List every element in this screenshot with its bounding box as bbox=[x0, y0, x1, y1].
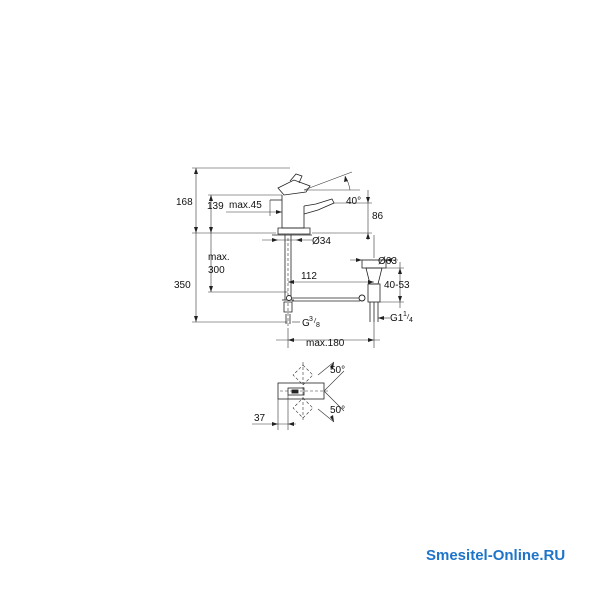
dim-g114: G1 1 4 bbox=[390, 311, 413, 324]
waste-fitting bbox=[286, 259, 387, 322]
dim-g114-den: 4 bbox=[409, 317, 413, 324]
site-watermark: Smesitel-Online.RU bbox=[426, 547, 566, 564]
dim-angle40: 40° bbox=[346, 196, 361, 207]
dim-300: 300 bbox=[208, 265, 225, 276]
dim-112: 112 bbox=[301, 271, 317, 282]
dim-g38: G 3 8 bbox=[302, 316, 320, 329]
max180-dimension bbox=[276, 322, 380, 348]
dim-angle50-top: 50° bbox=[330, 365, 345, 376]
dim-g114-main: G1 bbox=[390, 313, 404, 324]
dim-dia34: Ø34 bbox=[312, 236, 331, 247]
dim-g38-num: 3 bbox=[309, 316, 313, 323]
dim-86: 86 bbox=[372, 211, 384, 222]
dim-max45: max.45 bbox=[229, 200, 262, 211]
dim-168: 168 bbox=[176, 197, 193, 208]
dim-g38-den: 8 bbox=[316, 322, 320, 329]
dim-max180: max.180 bbox=[306, 338, 345, 349]
dim-g114-num: 1 bbox=[403, 311, 407, 318]
dim-37: 37 bbox=[254, 413, 266, 424]
dim-angle50-bottom: 50° bbox=[330, 405, 345, 416]
dim-139: 139 bbox=[207, 201, 224, 212]
left-dimensions bbox=[192, 167, 290, 323]
faucet-side-view bbox=[270, 173, 335, 330]
max45-dimension bbox=[226, 200, 282, 216]
dim-350: 350 bbox=[174, 280, 191, 291]
dim-dia63: Ø63 bbox=[378, 256, 397, 267]
dim-40-53: 40-53 bbox=[384, 280, 410, 291]
dim-g38-main: G bbox=[302, 318, 310, 329]
dim-max-label: max. bbox=[208, 252, 230, 263]
faucet-top-view bbox=[252, 361, 345, 430]
right-dimensions bbox=[262, 171, 404, 323]
